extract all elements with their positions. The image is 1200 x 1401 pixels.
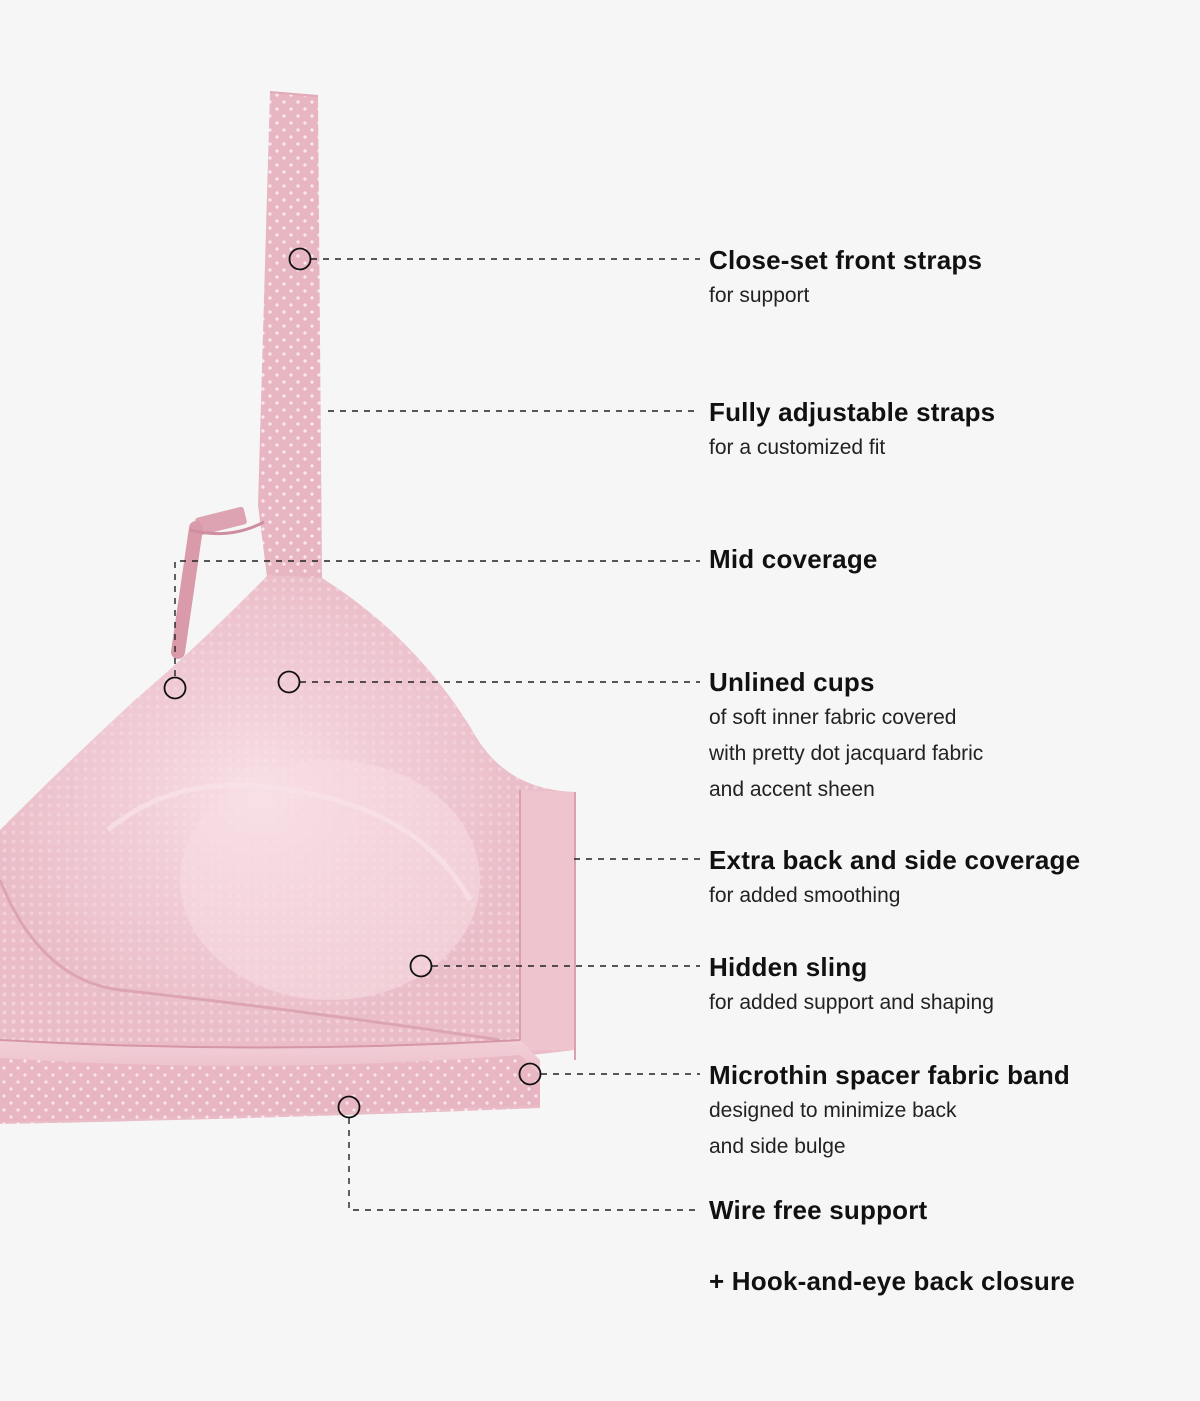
feature-title: Mid coverage [709, 544, 878, 574]
feature-desc: with pretty dot jacquard fabric [709, 742, 984, 765]
callout-markers [163, 247, 542, 1119]
feature-desc: and accent sheen [709, 778, 875, 801]
feature-adjustable-straps: Fully adjustable straps for a customized… [709, 397, 995, 466]
feature-desc: designed to minimize back [709, 1099, 957, 1122]
feature-desc: and side bulge [709, 1135, 846, 1158]
feature-desc: for added support and shaping [709, 991, 994, 1014]
feature-back-side-coverage: Extra back and side coverage for added s… [709, 845, 1080, 914]
marker-wire-free [337, 1095, 361, 1119]
feature-title: Unlined cups [709, 667, 875, 697]
feature-title: Fully adjustable straps [709, 397, 996, 427]
marker-front-straps [288, 247, 312, 271]
marker-mid-coverage [163, 676, 187, 700]
feature-title: Wire free support [709, 1195, 928, 1225]
feature-title: Hidden sling [709, 952, 868, 982]
feature-wire-free: Wire free support [709, 1195, 927, 1225]
strap [171, 91, 322, 659]
feature-front-straps: Close-set front straps for support [709, 245, 982, 314]
feature-desc: for support [709, 284, 810, 307]
band [0, 1039, 540, 1124]
feature-desc: for a customized fit [709, 436, 886, 459]
marker-hidden-sling [409, 954, 433, 978]
feature-title: Close-set front straps [709, 245, 983, 275]
feature-desc: for added smoothing [709, 884, 901, 907]
marker-unlined-cups [277, 670, 301, 694]
feature-title: Microthin spacer fabric band [709, 1060, 1071, 1090]
feature-desc: of soft inner fabric covered [709, 706, 957, 729]
cup [0, 575, 576, 1075]
feature-hook-eye-closure: + Hook-and-eye back closure [709, 1266, 1075, 1296]
feature-unlined-cups: Unlined cups of soft inner fabric covere… [709, 667, 983, 808]
feature-title: Extra back and side coverage [709, 845, 1081, 875]
feature-spacer-band: Microthin spacer fabric band designed to… [709, 1060, 1070, 1165]
feature-hidden-sling: Hidden sling for added support and shapi… [709, 952, 994, 1021]
marker-spacer-band [518, 1062, 542, 1086]
feature-title: + Hook-and-eye back closure [709, 1266, 1075, 1296]
feature-mid-coverage: Mid coverage [709, 544, 878, 574]
leader-lines [174, 258, 700, 1211]
